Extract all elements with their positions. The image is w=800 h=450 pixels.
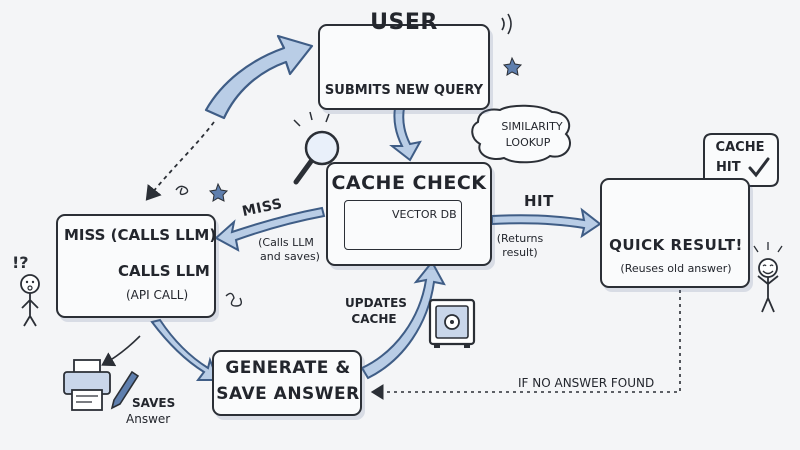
- miss-to-printer-arrow: [101, 335, 141, 367]
- pencil-icon: [110, 370, 140, 410]
- cache-hit-line1: CACHE: [715, 140, 765, 155]
- generate-box: [212, 350, 362, 416]
- confused-person-icon: !?: [12, 253, 40, 327]
- cache-check-title: CACHE CHECK: [331, 172, 487, 194]
- star-icon: [208, 182, 229, 202]
- updates-cache-line2: CACHE: [351, 312, 397, 326]
- miss-box: [56, 214, 216, 318]
- squiggle-icon: [175, 185, 189, 196]
- hit-arrow: [491, 207, 602, 239]
- printer-icon: [63, 359, 111, 411]
- star-icon: [502, 56, 523, 76]
- miss-arrow-note-line2: and saves): [260, 250, 320, 263]
- miss-to-generate-arrow: [150, 318, 220, 381]
- miss-box-line3: (API CALL): [126, 288, 189, 302]
- user-box: [318, 24, 490, 110]
- user-to-cache-arrow: [389, 107, 422, 162]
- updates-cache-arrow: [360, 260, 446, 380]
- generate-line1: GENERATE &: [225, 358, 351, 378]
- updates-cache-line1: UPDATES: [345, 296, 407, 310]
- hit-arrow-label: HIT: [524, 192, 554, 210]
- svg-text:!?: !?: [12, 253, 29, 272]
- safe-icon: [428, 298, 476, 348]
- hit-arrow-note-line1: (Returns: [496, 232, 544, 245]
- miss-box-line2: CALLS LLM: [118, 262, 210, 280]
- user-title: USER: [370, 10, 438, 35]
- quick-result-box: [600, 178, 750, 288]
- quick-result-title: QUICK RESULT!: [609, 236, 743, 254]
- vector-db-label: VECTOR DB: [392, 208, 457, 221]
- hit-arrow-note-line2: result): [502, 246, 538, 259]
- fallback-label: IF NO ANSWER FOUND: [518, 376, 655, 390]
- cycle-arrow: [204, 34, 314, 120]
- cache-hit-line2: HIT: [716, 160, 741, 175]
- quick-result-subtitle: (Reuses old answer): [620, 262, 732, 275]
- miss-arrow-note-line1: (Calls LLM: [258, 236, 314, 249]
- squiggle-icon: [225, 292, 243, 307]
- happy-person-icon: [753, 242, 783, 313]
- saves-line1: SAVES: [132, 396, 176, 410]
- magnifier-icon: [293, 111, 340, 185]
- generate-line2: SAVE ANSWER: [216, 384, 360, 404]
- dashed-return-arrow: [145, 121, 215, 201]
- checkmark-icon: [748, 157, 770, 178]
- user-subtitle: SUBMITS NEW QUERY: [324, 83, 484, 98]
- vector-db-panel: [344, 200, 462, 250]
- similarity-line2: LOOKUP: [505, 136, 551, 149]
- miss-arrow: [214, 206, 326, 252]
- saves-line2: Answer: [126, 412, 171, 426]
- similarity-line1: SIMILARITY: [501, 120, 563, 133]
- similarity-bubble: [471, 104, 571, 164]
- miss-box-line1: MISS (CALLS LLM): [64, 226, 217, 244]
- motion-lines-icon: [501, 13, 512, 35]
